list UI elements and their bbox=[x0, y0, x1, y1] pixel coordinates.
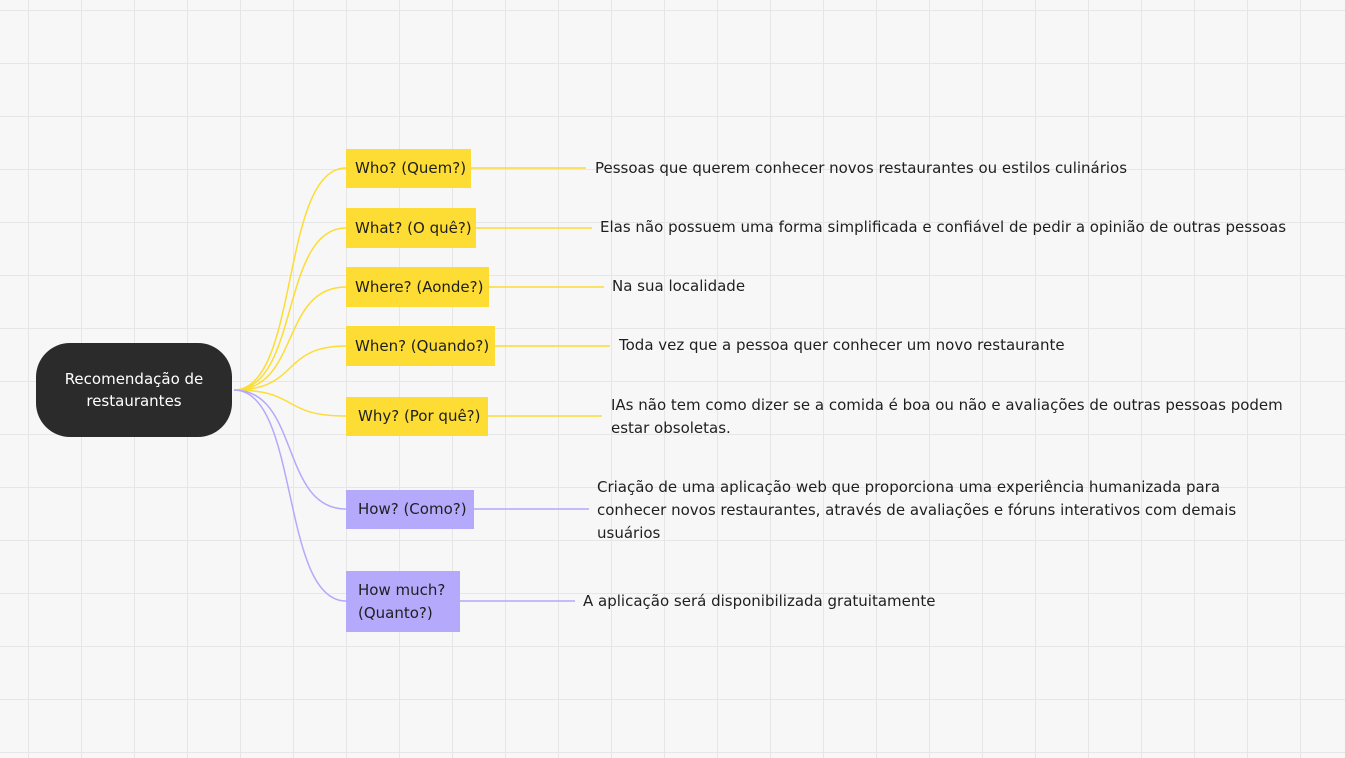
branch-what-node[interactable]: What? (O quê?) bbox=[346, 208, 476, 248]
leaf-who-answer[interactable]: Pessoas que querem conhecer novos restau… bbox=[595, 159, 1128, 177]
central-topic-label: Recomendação de restaurantes bbox=[64, 370, 204, 410]
branch-why-node[interactable]: Why? (Por quê?) bbox=[346, 397, 488, 436]
leaf-where-answer[interactable]: Na sua localidade bbox=[612, 277, 746, 295]
leaf-when-answer[interactable]: Toda vez que a pessoa quer conhecer um n… bbox=[619, 336, 1065, 354]
branch-who-label: Who? (Quem?) bbox=[355, 159, 467, 177]
branch-where-label: Where? (Aonde?) bbox=[355, 277, 484, 296]
branch-how-much-label: How much? (Quanto?) bbox=[358, 580, 446, 622]
branch-how-much-node[interactable]: How much? (Quanto?) bbox=[346, 571, 460, 632]
connector-root-how-much bbox=[233, 389, 347, 602]
branch-why-label: Why? (Por quê?) bbox=[358, 407, 481, 425]
connector-root-where bbox=[233, 286, 347, 391]
branch-when-label: When? (Quando?) bbox=[355, 336, 490, 355]
connector-root-when bbox=[233, 345, 347, 391]
central-topic[interactable]: Recomendação de restaurantes bbox=[36, 343, 232, 437]
branch-what-label: What? (O quê?) bbox=[355, 218, 472, 237]
branch-who-node[interactable]: Who? (Quem?) bbox=[346, 149, 471, 188]
branch-where-node[interactable]: Where? (Aonde?) bbox=[346, 267, 489, 307]
connector-root-who bbox=[233, 167, 347, 391]
leaf-how-answer[interactable]: Criação de uma aplicação web que proporc… bbox=[597, 478, 1237, 542]
connector-root-how bbox=[233, 389, 347, 510]
branch-how-label: How? (Como?) bbox=[358, 500, 467, 518]
leaf-why-answer[interactable]: IAs não tem como dizer se a comida é boa… bbox=[611, 396, 1283, 437]
leaf-how-much-answer[interactable]: A aplicação será disponibilizada gratuit… bbox=[583, 592, 936, 610]
branch-when-node[interactable]: When? (Quando?) bbox=[346, 326, 495, 366]
connector-root-why bbox=[233, 389, 347, 417]
leaf-what-answer[interactable]: Elas não possuem uma forma simplificada … bbox=[600, 218, 1287, 236]
branch-how-node[interactable]: How? (Como?) bbox=[346, 490, 474, 529]
connector-root-what bbox=[233, 227, 347, 391]
